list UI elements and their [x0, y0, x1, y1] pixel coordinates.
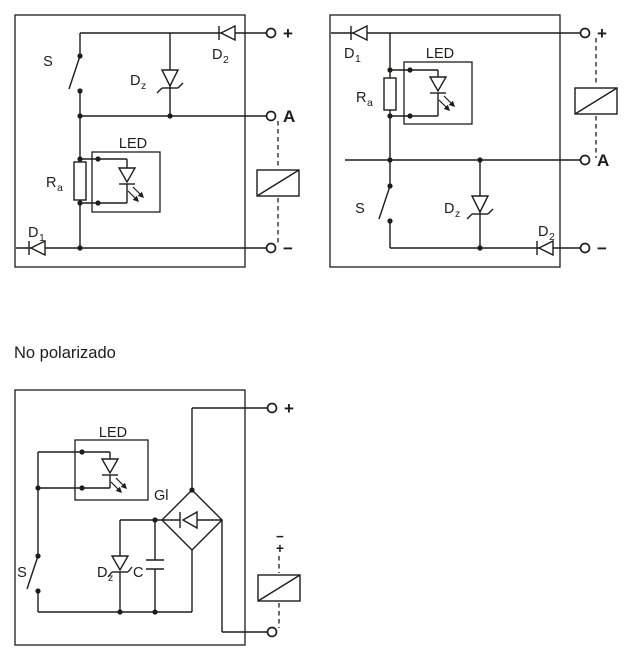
diode-d1-label-sub: 1 [355, 53, 361, 65]
diode-d1-label-sub: 1 [39, 232, 45, 244]
resistor-ra-symbol [383, 77, 397, 111]
terminal-plus-label: + [283, 24, 293, 43]
diode-d1-label: D [28, 225, 38, 241]
resistor-ra-label: R [46, 175, 56, 191]
zener-dz-symbol [156, 69, 184, 94]
junction-dots [77, 113, 173, 251]
terminal-a-label: A [597, 151, 609, 170]
capacitor-label: C [133, 565, 143, 581]
zener-dz-label-sub: z [455, 208, 460, 220]
junction-dots [35, 485, 195, 615]
zener-dz-label: D [130, 73, 140, 89]
terminal-plus-circle [265, 27, 277, 39]
switch-symbol [378, 183, 393, 224]
led-arrows [127, 186, 144, 202]
terminal-minus-label: − [597, 239, 607, 258]
relay-coil [574, 38, 618, 158]
capacitor-symbol [146, 559, 164, 570]
terminal-a-label: A [283, 107, 295, 126]
diode-d2-symbol [536, 239, 554, 257]
switch-symbol [26, 553, 41, 594]
led-label: LED [119, 136, 147, 152]
terminal-plus-circle [579, 27, 591, 39]
led-block [91, 151, 161, 213]
resistor-ra-label-sub: a [57, 182, 63, 194]
diode-d-label: D [97, 565, 107, 581]
circuit-box [329, 14, 561, 268]
relay-coil [257, 556, 301, 628]
coil-polarity-plus: + [276, 541, 284, 556]
switch-label: S [355, 201, 365, 217]
diode-d2-label-sub: 2 [223, 54, 229, 66]
terminal-a-circle [579, 154, 591, 166]
led-arrows [438, 95, 455, 111]
led-label: LED [426, 46, 454, 62]
resistor-ra-symbol [73, 161, 87, 201]
diode-d1-symbol [350, 24, 368, 42]
circuit-nonpolarized: LED Gl S D z C − + + [14, 389, 301, 646]
circuit-box [14, 14, 246, 268]
led-label: LED [99, 425, 127, 441]
resistor-ra-label: R [356, 90, 366, 106]
terminal-plus-label: + [597, 24, 607, 43]
resistor-ra-label-sub: a [367, 97, 373, 109]
led-arrows [110, 477, 127, 493]
circuit-box [14, 389, 246, 646]
terminal-minus-circle [579, 242, 591, 254]
diode-d2-label: D [212, 47, 222, 63]
diode-d2-symbol [218, 24, 236, 42]
bridge-rectifier-symbol [161, 489, 223, 551]
circuit-top-right: D 1 LED R a S D z D 2 + A − [329, 14, 618, 268]
zener-dz-symbol [466, 195, 494, 220]
diode-d-symbol [107, 555, 133, 578]
switch-symbol [68, 53, 83, 94]
terminal-a-circle [265, 110, 277, 122]
diode-d2-label-sub: 2 [549, 231, 555, 243]
diode-d1-symbol [28, 239, 46, 257]
junction-dots [387, 67, 483, 251]
diode-d1-label: D [344, 46, 354, 62]
bridge-label: Gl [154, 488, 169, 504]
switch-label: S [17, 565, 27, 581]
diode-d-label-sub: z [108, 572, 113, 584]
led-block [74, 439, 149, 501]
terminal-minus-label: − [283, 239, 293, 258]
circuit-top-left: S D 2 D z LED R a D 1 + A − [14, 14, 300, 268]
switch-label: S [43, 54, 53, 70]
section-heading: No polarizado [14, 344, 116, 362]
coil-polarity-minus: − [276, 529, 284, 544]
wires [37, 407, 268, 633]
terminal-minus-circle [265, 242, 277, 254]
terminal-bottom-circle [266, 626, 278, 638]
led-block [403, 61, 473, 125]
terminal-plus-label: + [284, 399, 294, 418]
zener-dz-label-sub: z [141, 80, 146, 92]
diode-d2-label: D [538, 224, 548, 240]
zener-dz-label: D [444, 201, 454, 217]
relay-coil [256, 121, 300, 245]
terminal-plus-circle [266, 402, 278, 414]
